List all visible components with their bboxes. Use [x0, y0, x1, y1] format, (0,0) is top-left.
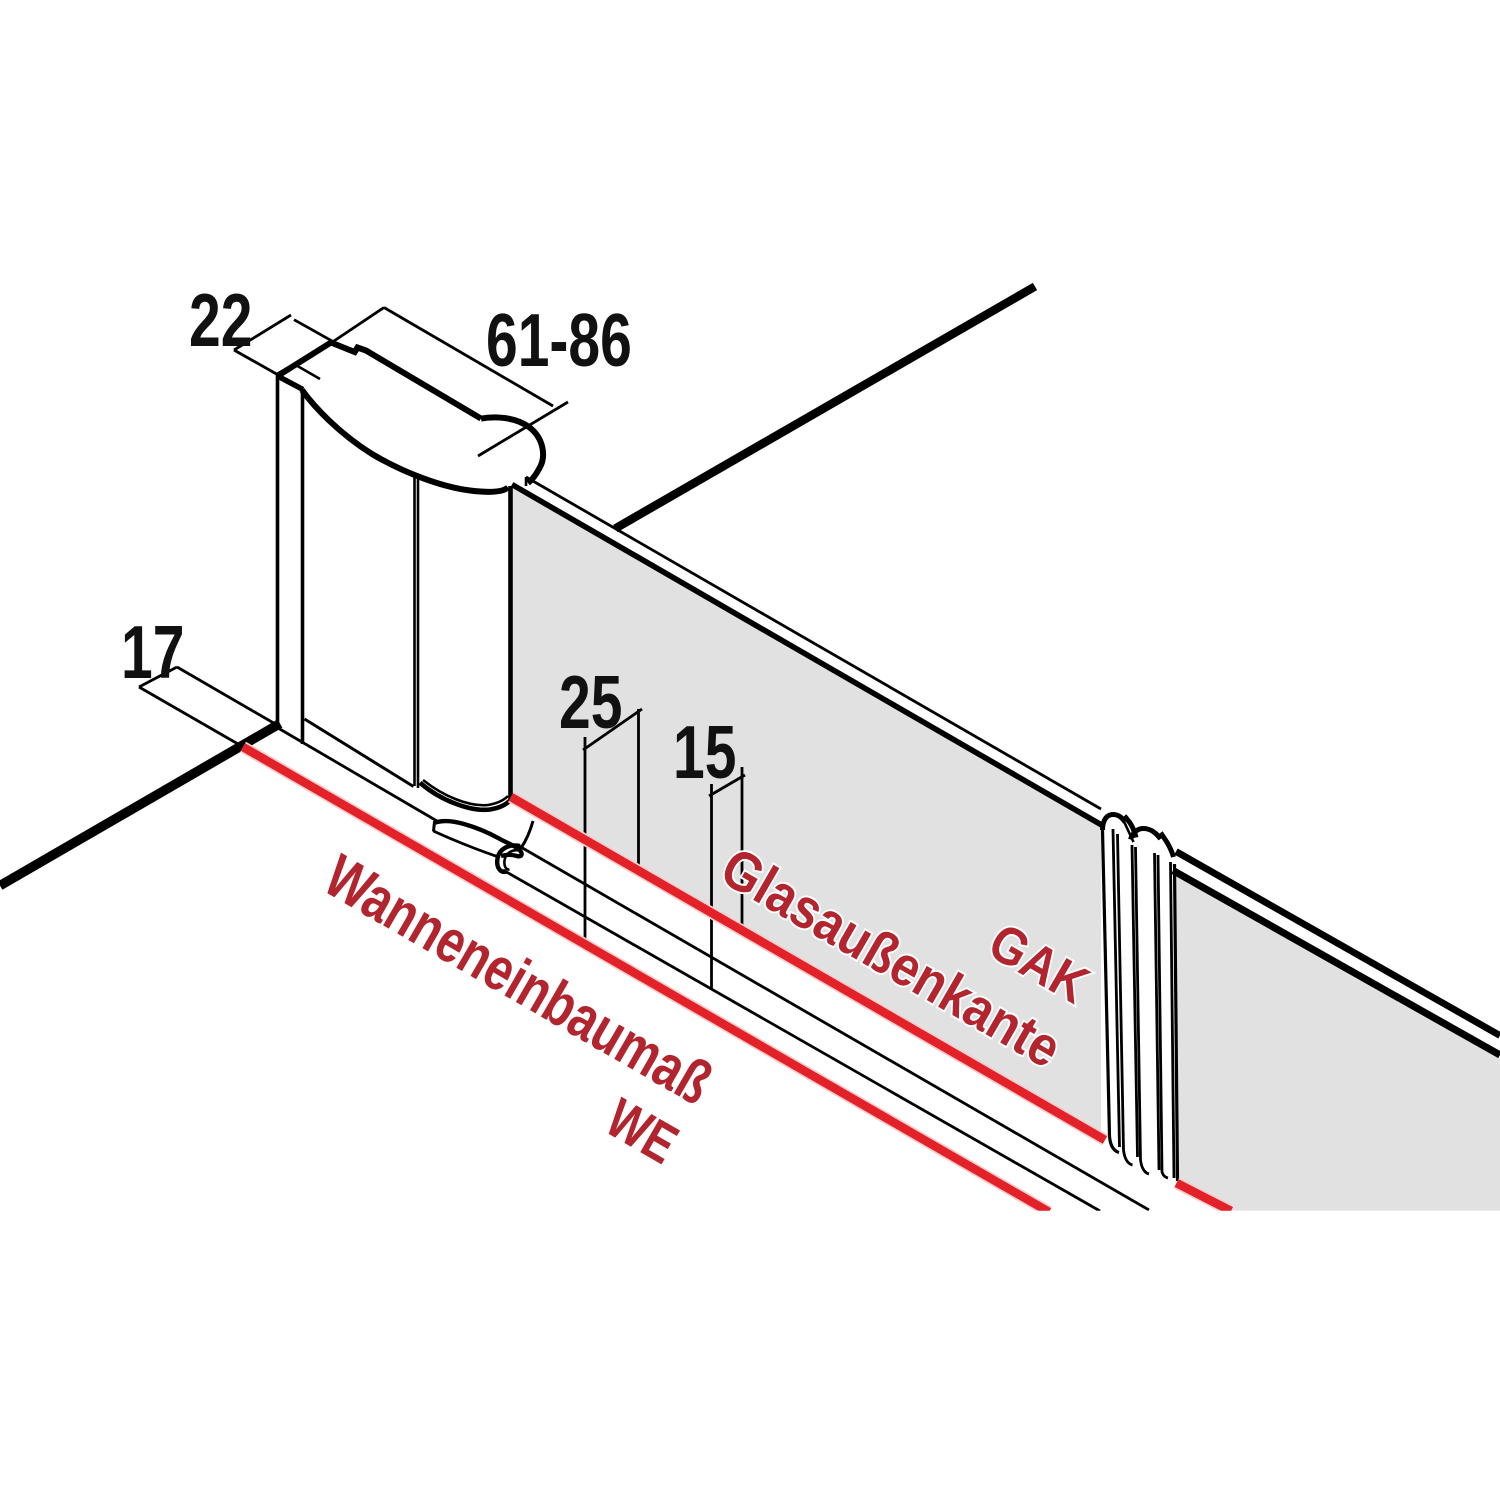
svg-text:15: 15: [673, 712, 736, 795]
svg-text:61-86: 61-86: [486, 300, 632, 383]
svg-text:22: 22: [189, 280, 252, 363]
svg-text:17: 17: [121, 612, 184, 695]
svg-text:25: 25: [559, 662, 622, 745]
